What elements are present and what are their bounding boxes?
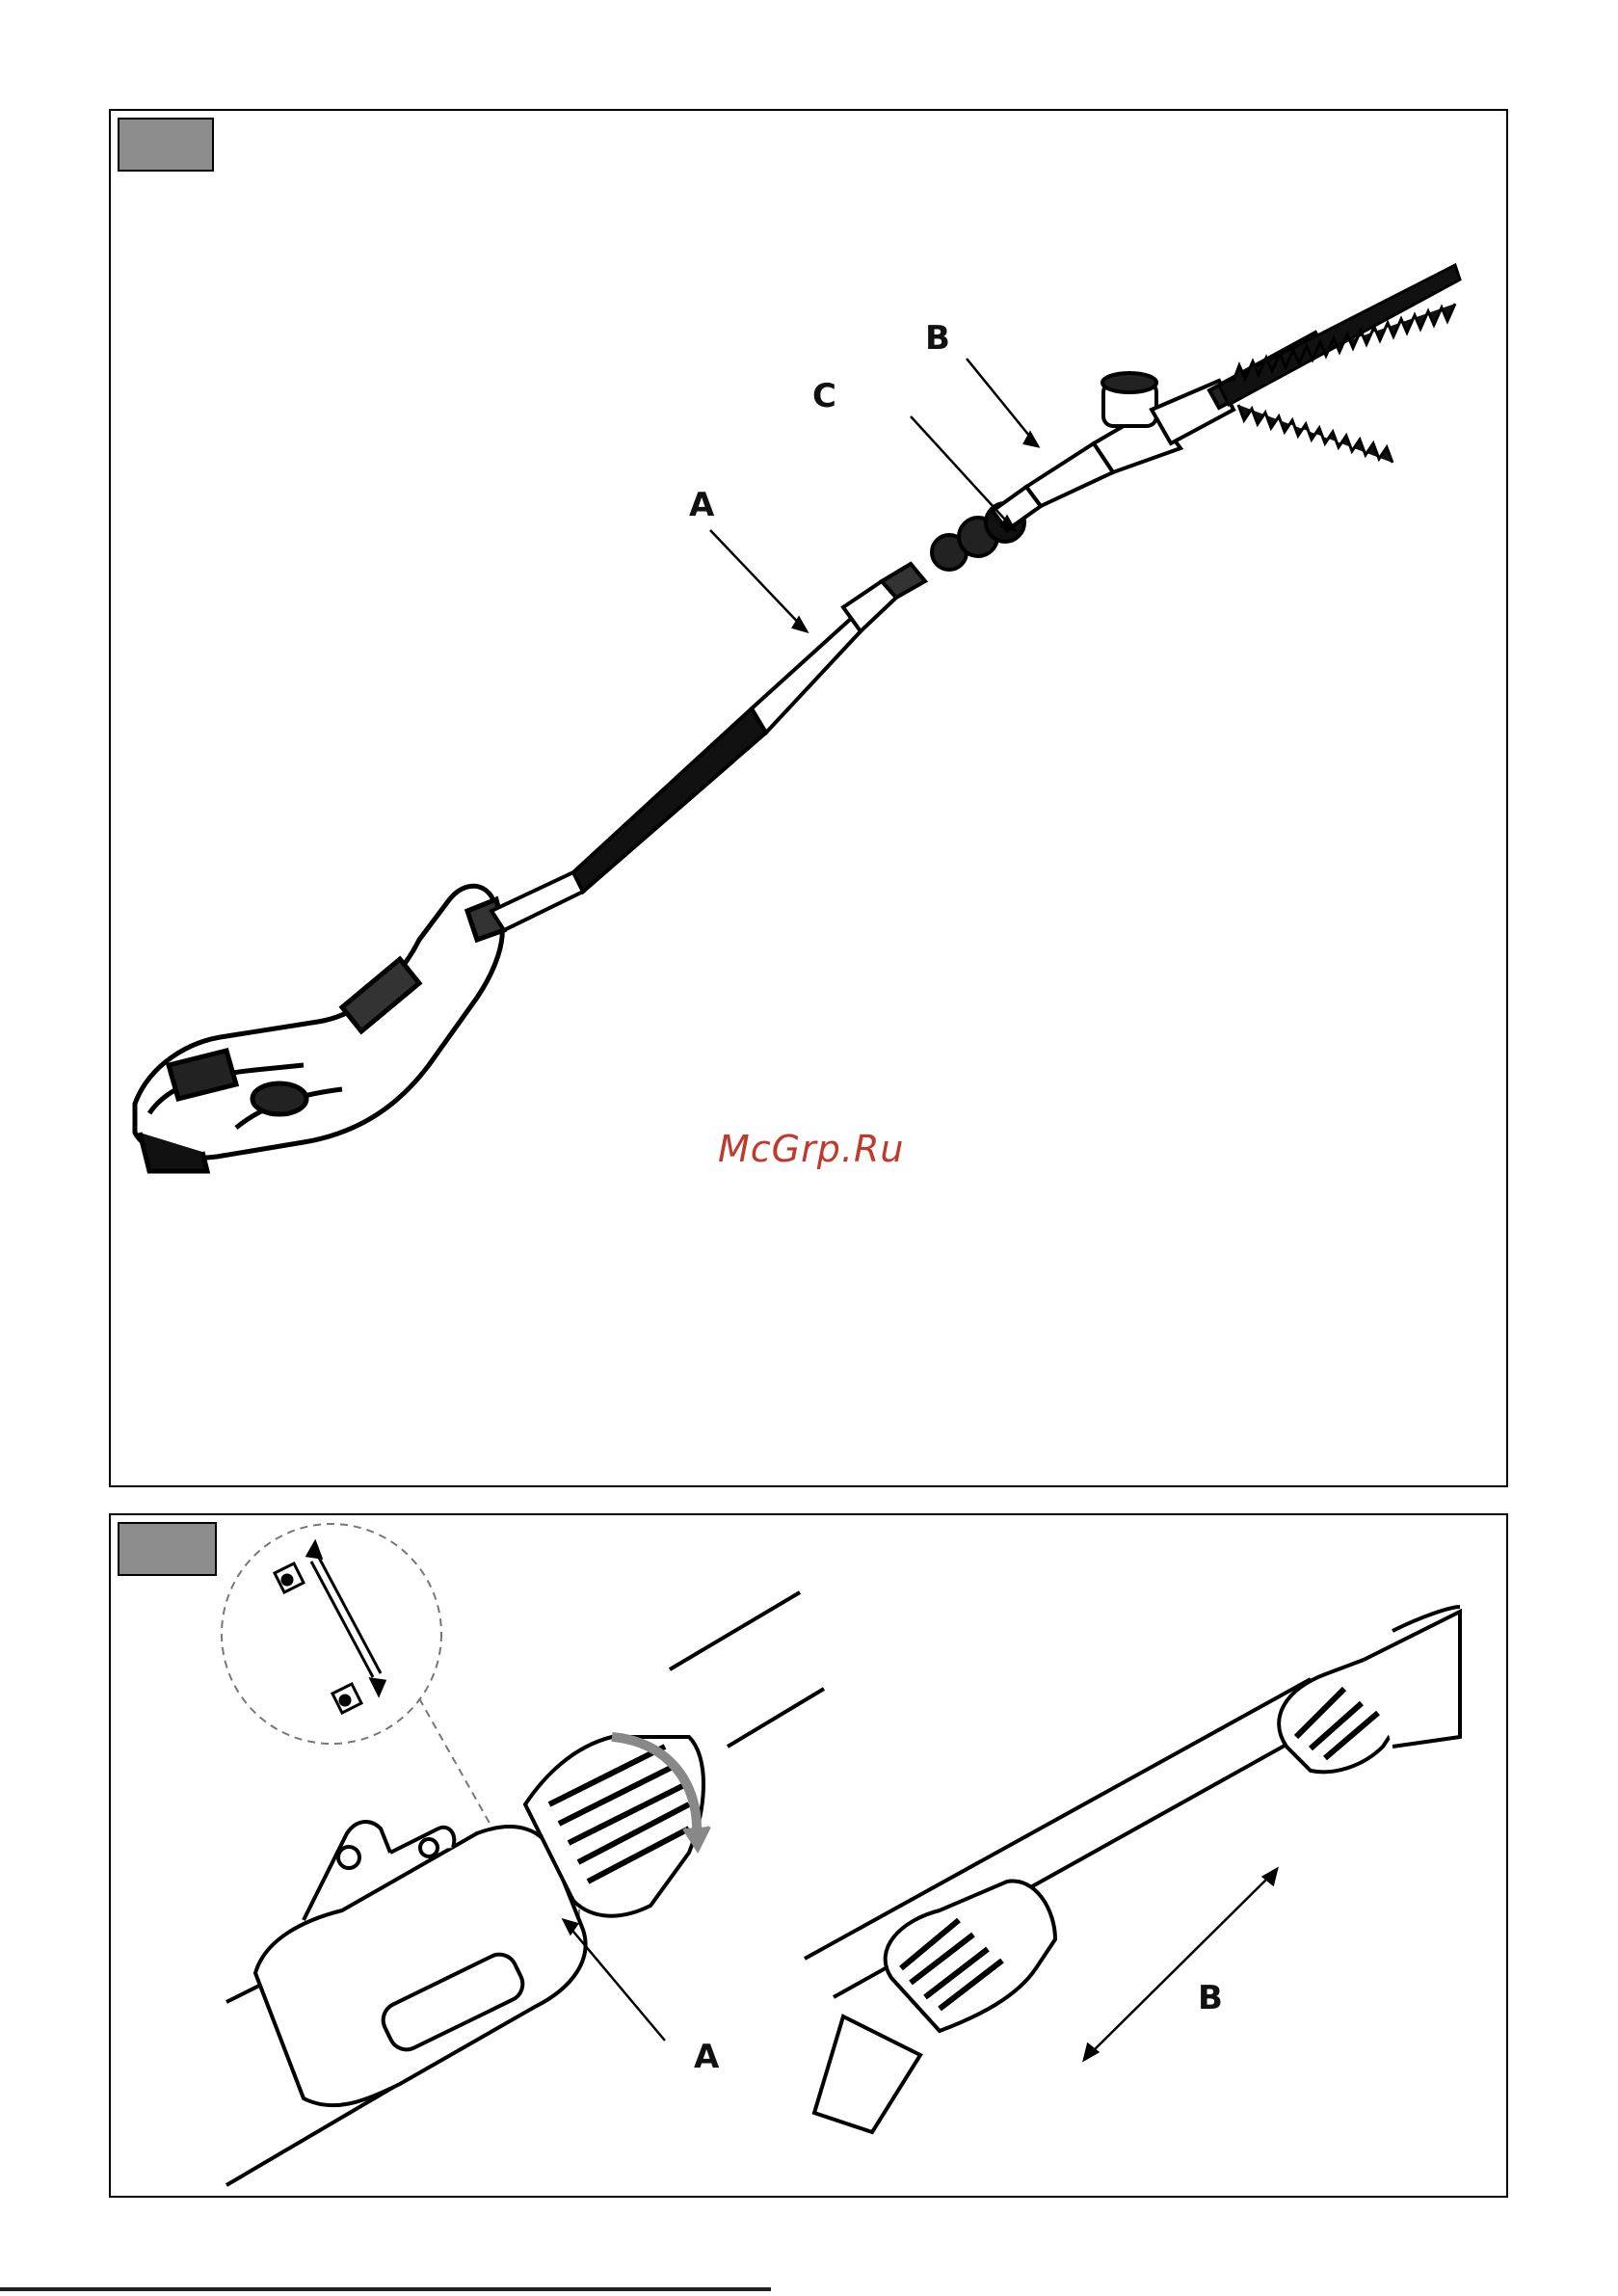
figure-panel-2: A B: [109, 1513, 1508, 2198]
telescopic-pole: [491, 617, 861, 930]
label-a: A: [689, 486, 715, 524]
footer-rule: [0, 2287, 771, 2291]
pole-clamp-left: [226, 1592, 824, 2185]
pole-extension-right: [805, 1607, 1460, 2132]
hedge-blade: [1219, 265, 1460, 463]
pole-hedge-trimmer-illustration: A C B: [111, 111, 1510, 1489]
lock-lever-detail: [275, 1542, 385, 1713]
handle-unit: [135, 886, 504, 1171]
callout-arrow-a: [564, 1920, 665, 2041]
pole-adjustment-illustration: A B: [111, 1515, 1510, 2200]
label-c: C: [812, 377, 836, 415]
figure-panel-1: A C B: [109, 109, 1508, 1487]
label-a: A: [694, 2038, 720, 2076]
watermark: McGrp.Ru: [718, 1128, 904, 1170]
pole-coupling: [843, 503, 1024, 631]
label-b: B: [925, 319, 950, 358]
double-arrow-b: [1084, 1869, 1277, 2060]
label-b: B: [1198, 1979, 1223, 2017]
